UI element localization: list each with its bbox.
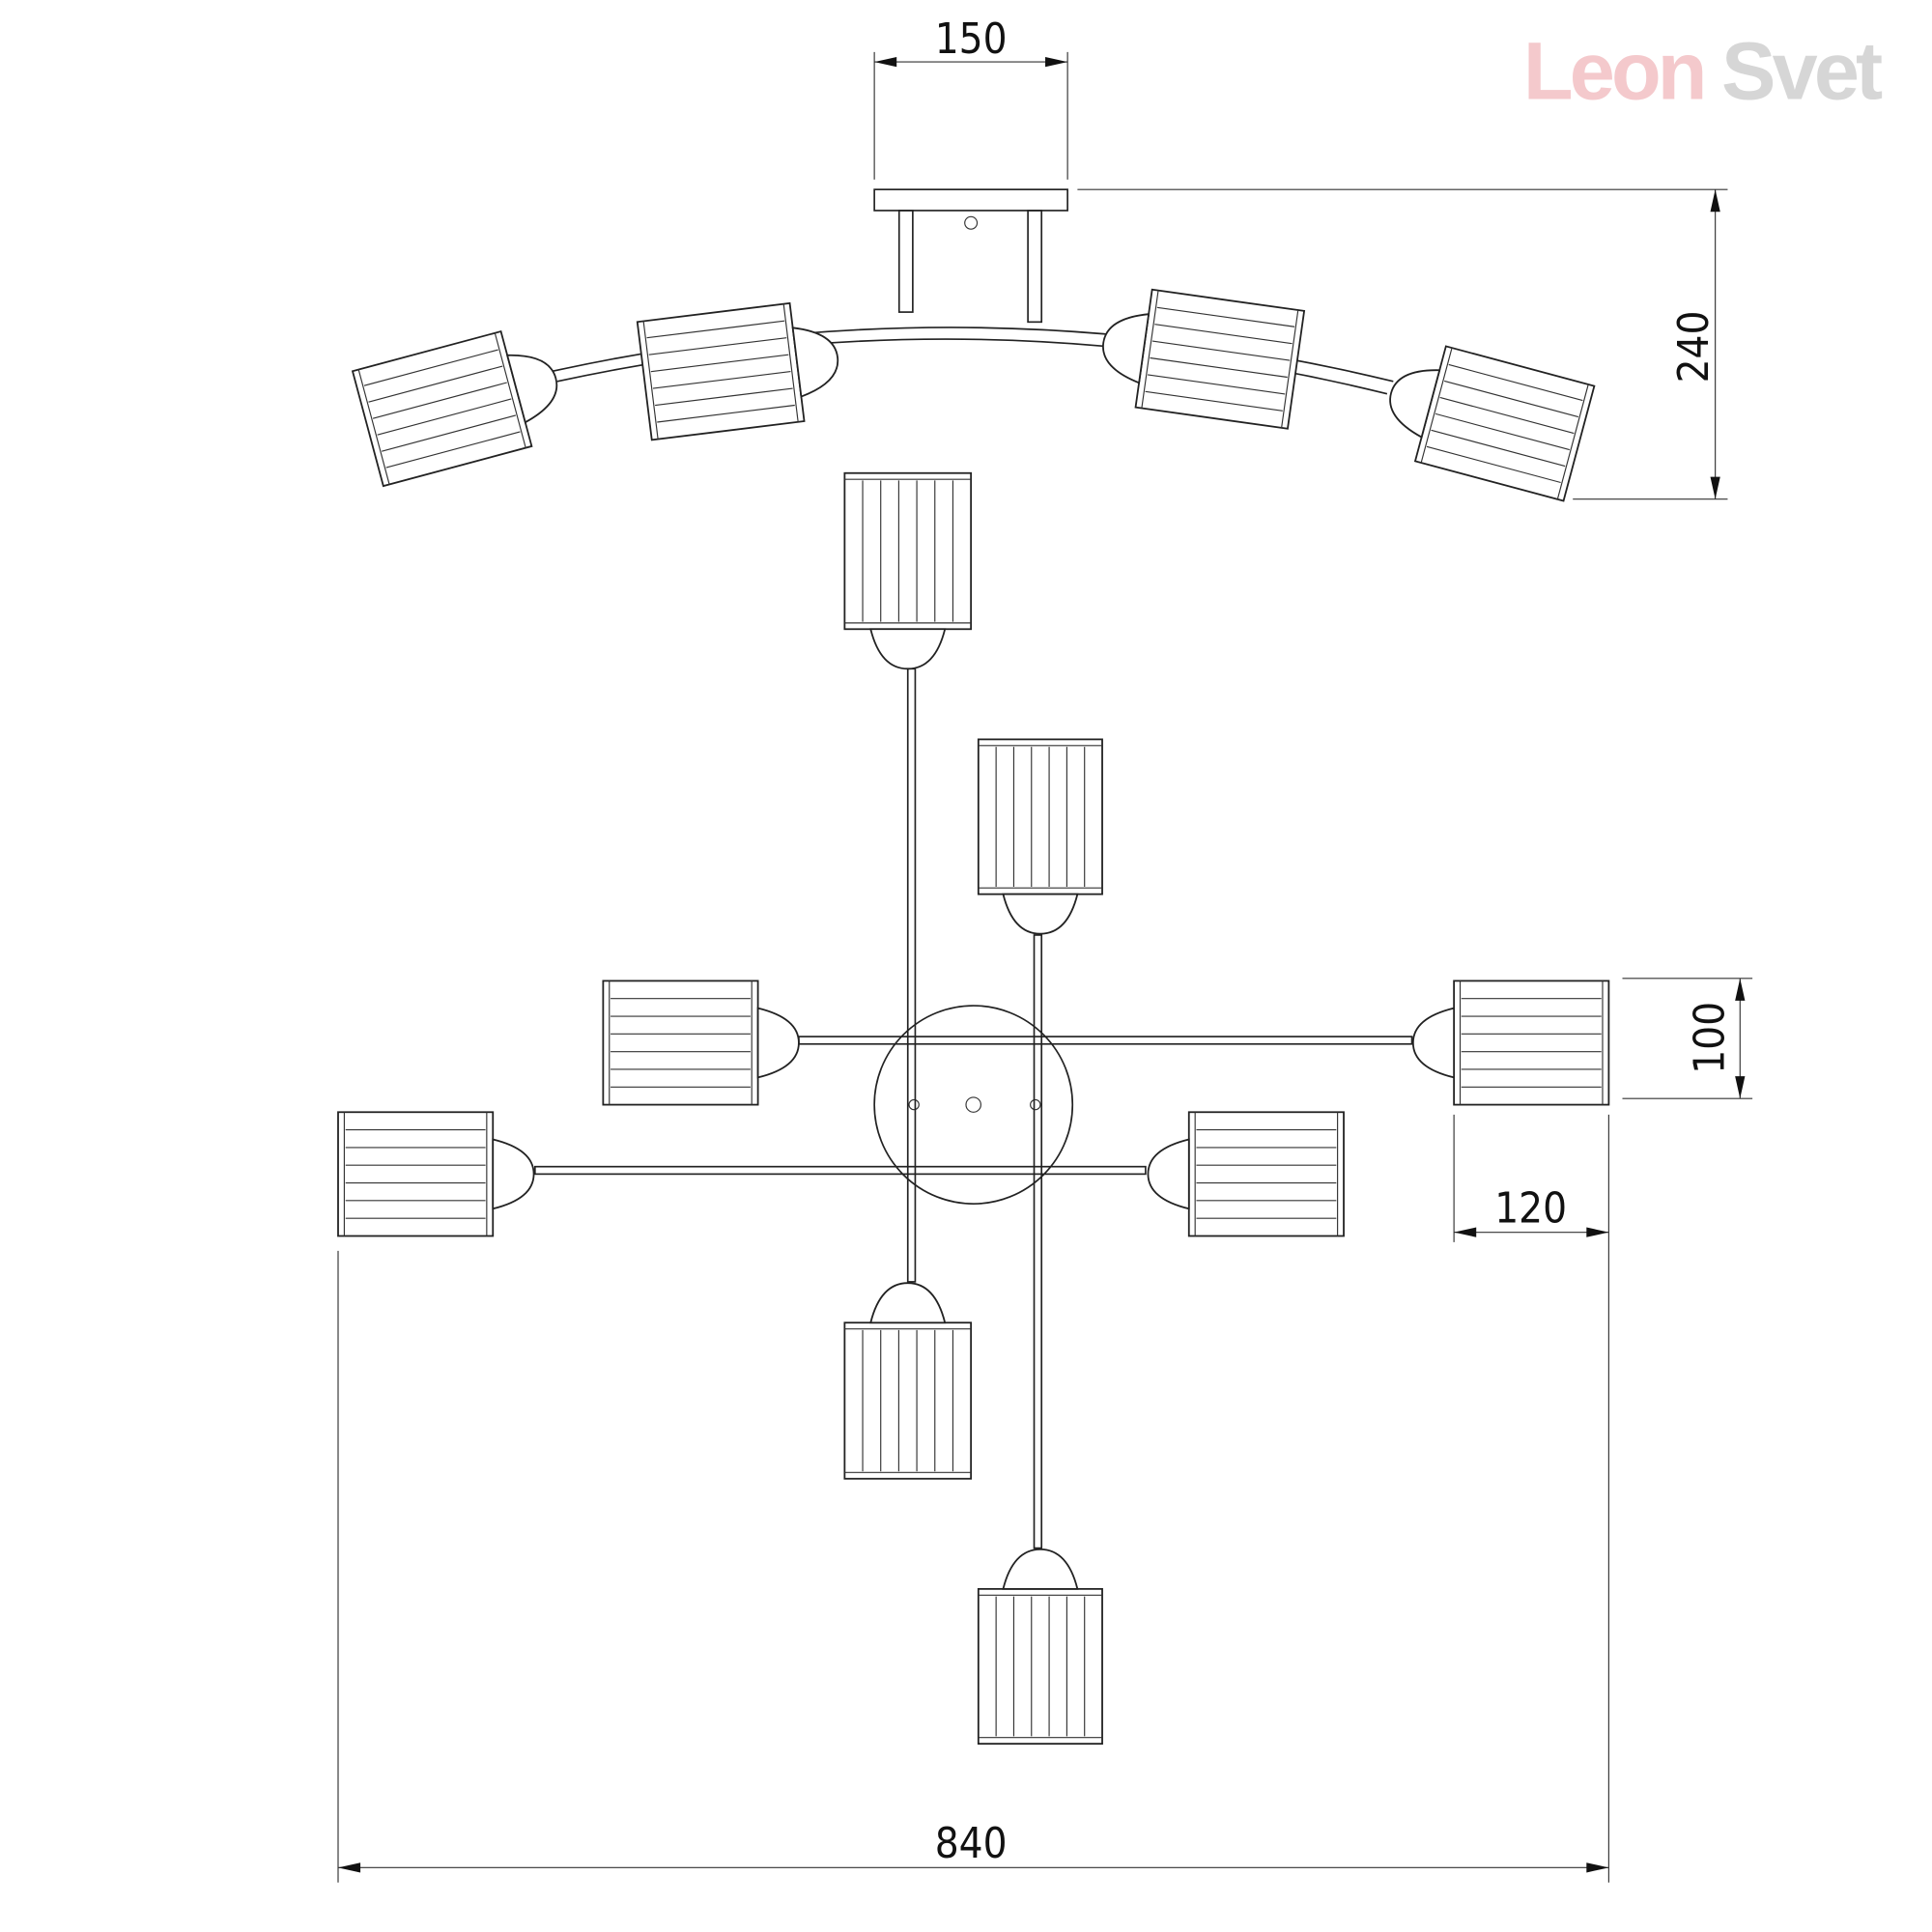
shade-rib — [1435, 412, 1570, 451]
side-shade-group — [1389, 345, 1596, 502]
socket-cup — [869, 1282, 947, 1324]
dim-label-120: 120 — [1494, 1184, 1567, 1233]
lamp-shade — [1389, 345, 1596, 502]
shade-body — [977, 738, 1103, 895]
shade-body — [843, 471, 973, 631]
socket-cup — [1002, 893, 1079, 935]
shade-rib — [1150, 356, 1288, 379]
shade-body — [602, 980, 759, 1106]
side-shade-group — [351, 329, 558, 488]
socket-cup — [1389, 369, 1441, 439]
lamp-shade — [843, 471, 973, 670]
shade-body — [1453, 980, 1610, 1106]
canopy-screw — [964, 215, 979, 230]
side-shade-group — [636, 301, 839, 441]
mount-rod-left — [897, 210, 914, 313]
dimension-shade-length: 120 — [1453, 1114, 1609, 1883]
shade-rib — [652, 371, 791, 389]
shade-rib — [1444, 380, 1579, 418]
shade-rib — [648, 337, 787, 355]
round-canopy — [873, 1005, 1074, 1205]
socket-cup — [756, 1007, 800, 1079]
shade-rib — [655, 387, 793, 407]
shade-rib — [646, 320, 785, 339]
dim-label-150: 150 — [935, 15, 1008, 64]
shade-rib — [1151, 340, 1291, 361]
arm-vertical-1 — [906, 668, 917, 1283]
lamp-shade — [843, 1282, 973, 1480]
shade-rib — [377, 398, 512, 436]
dimension-total-width: 840 — [337, 1250, 1609, 1883]
plan-view — [337, 471, 1610, 1746]
arm-horizontal-1 — [798, 1036, 1413, 1045]
logo-text-leon: Leon — [1523, 25, 1704, 117]
shade-body — [977, 1587, 1103, 1746]
shade-rib — [1156, 306, 1295, 327]
shade-rib — [1145, 390, 1283, 412]
dimension-shade-height: 100 — [1622, 978, 1753, 1099]
brand-logo: Leon Svet — [1523, 25, 1887, 117]
shade-rib — [1439, 396, 1575, 435]
socket-cup — [492, 1138, 535, 1210]
shade-rib — [385, 431, 521, 469]
shade-body — [843, 1321, 973, 1480]
lamp-shade — [636, 301, 839, 441]
canopy-plate — [873, 188, 1068, 212]
lamp-shade — [1147, 1111, 1345, 1237]
socket-cup — [869, 628, 947, 670]
mount-rod-right — [1027, 210, 1043, 324]
shade-body — [1413, 345, 1596, 502]
lamp-shade — [1411, 980, 1610, 1106]
shade-rib — [1147, 374, 1286, 395]
socket-cup — [506, 354, 558, 424]
logo-text-svet: Svet — [1721, 25, 1883, 117]
arm-vertical-2 — [1033, 934, 1043, 1549]
dim-label-100: 100 — [1687, 1002, 1735, 1074]
dim-label-840: 840 — [935, 1820, 1008, 1868]
shade-rib — [650, 354, 789, 373]
canopy-hole — [1030, 1098, 1041, 1111]
shade-rib — [1426, 445, 1561, 484]
dimension-canopy-width: 150 — [873, 15, 1068, 180]
shade-rib — [1431, 429, 1566, 468]
shade-rib — [1154, 324, 1293, 345]
shade-rib — [368, 365, 503, 403]
shade-rib — [382, 414, 517, 452]
side-view — [351, 188, 1596, 502]
shade-rib — [363, 349, 498, 386]
shade-rib — [372, 382, 507, 419]
lamp-shade — [337, 1111, 535, 1237]
socket-cup — [1102, 313, 1151, 384]
canopy-hole — [908, 1098, 920, 1111]
shade-rib — [1448, 363, 1583, 402]
shade-rib — [657, 404, 795, 423]
arm-horizontal-2 — [534, 1165, 1147, 1176]
shade-body — [351, 329, 533, 488]
lamp-shade — [977, 738, 1103, 935]
socket-cup — [1411, 1007, 1456, 1079]
side-shade-group — [1102, 288, 1306, 430]
lamp-shade — [602, 980, 800, 1106]
shade-body — [636, 301, 806, 441]
shade-body — [337, 1111, 495, 1237]
socket-cup — [791, 327, 839, 398]
dim-label-240: 240 — [1670, 311, 1719, 384]
lamp-shade — [351, 329, 558, 488]
lamp-shade — [1102, 288, 1306, 430]
lamp-shade — [977, 1548, 1103, 1746]
canopy-hole — [965, 1096, 981, 1113]
socket-cup — [1002, 1548, 1079, 1590]
socket-cup — [1147, 1138, 1190, 1210]
shade-body — [1187, 1111, 1345, 1237]
dimension-height: 240 — [1077, 188, 1728, 500]
